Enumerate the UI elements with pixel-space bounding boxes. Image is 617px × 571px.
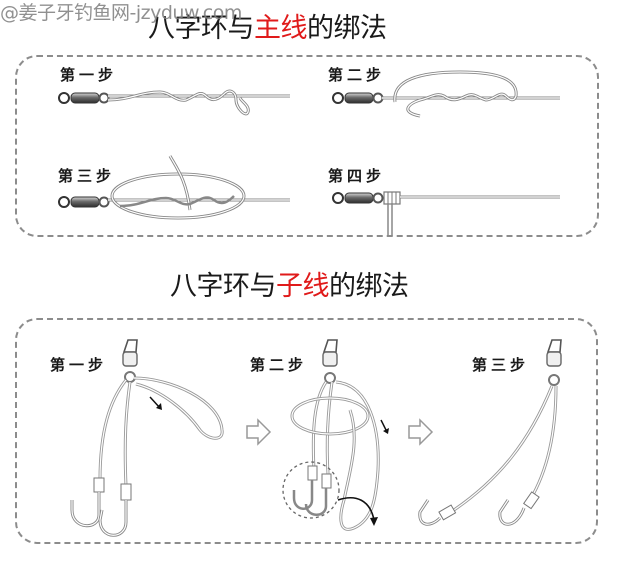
title-highlight: 主线 [254, 13, 308, 44]
section-title-leader-line: 八字环与子线的绑法 [170, 264, 409, 303]
leader-step-3-illustration [418, 339, 562, 526]
title-suffix: 的绑法 [307, 13, 387, 44]
title-suffix: 的绑法 [329, 271, 409, 302]
main-step-1-illustration [58, 89, 290, 116]
watermark: @姜子牙钓鱼网-jzyduw.com [0, 2, 242, 24]
main-step-2-label: 第二步 [328, 66, 386, 84]
section-title-main-line: 八字环与主线的绑法 [148, 6, 387, 45]
leader-line-steps-panel [15, 318, 598, 544]
leader-step-2-label: 第二步 [250, 356, 308, 374]
main-line-steps-panel [15, 55, 599, 237]
main-step-1-label: 第一步 [60, 66, 118, 84]
leader-step-2-illustration [282, 339, 389, 531]
leader-step-3-label: 第三步 [472, 356, 530, 374]
next-arrow-icon [408, 418, 434, 446]
leader-step-1-label: 第一步 [50, 356, 108, 374]
main-step-3-label: 第三步 [58, 167, 116, 185]
main-step-3-illustration [58, 155, 290, 220]
main-step-4-label: 第四步 [328, 167, 386, 185]
title-highlight: 子线 [276, 271, 330, 302]
title-prefix: 八字环与 [148, 13, 255, 44]
title-prefix: 八字环与 [170, 271, 277, 302]
main-step-4-illustration [332, 191, 560, 236]
main-step-2-illustration [332, 70, 560, 118]
leader-step-1-illustration [70, 339, 224, 537]
next-arrow-icon [246, 418, 272, 446]
